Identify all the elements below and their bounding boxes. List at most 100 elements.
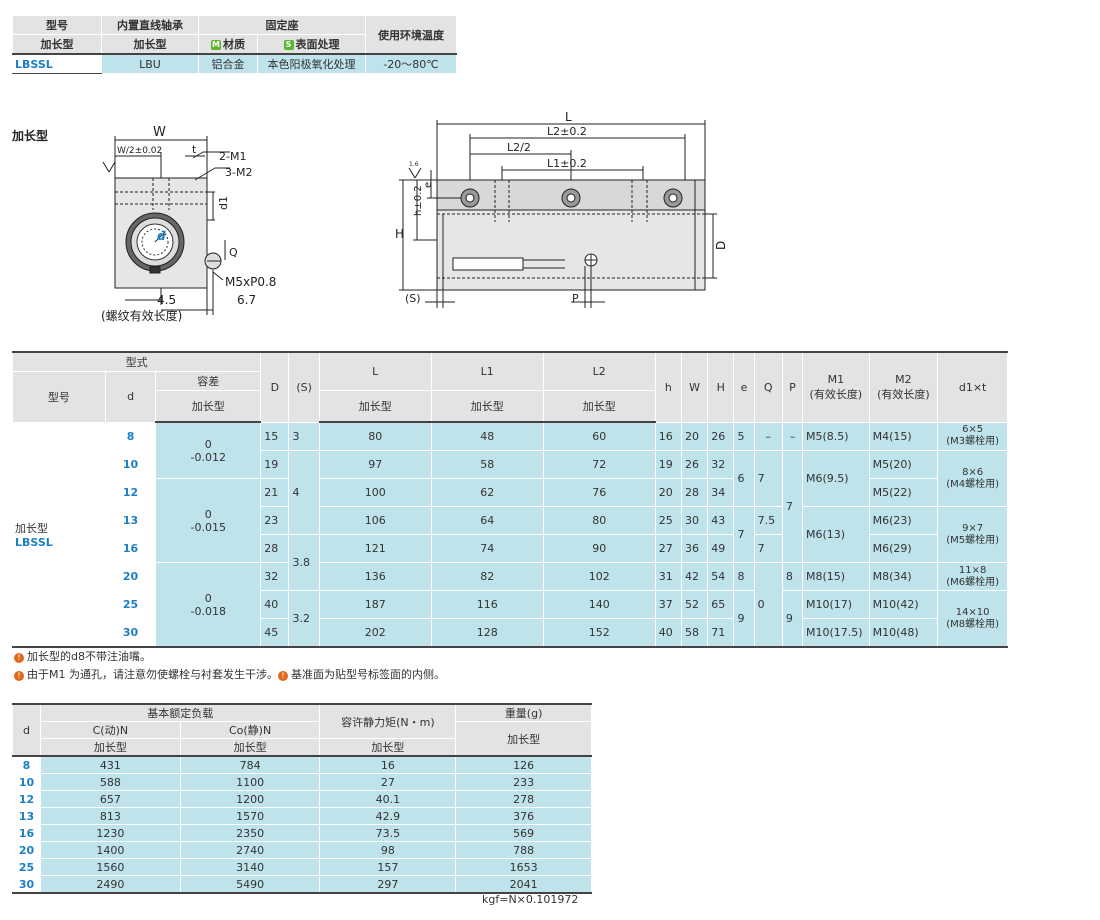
note-marker-icon: ! (14, 653, 24, 663)
th-model: 型号 (12, 371, 106, 423)
d1t-bolt: (M3螺栓用) (946, 436, 1000, 448)
lt-W: 233 (455, 773, 592, 791)
M2-cell: M6(23) (868, 506, 939, 535)
d1t-cell: 9×7(M5螺栓用) (937, 506, 1008, 563)
th-M2-sub: (有效长度) (877, 387, 930, 401)
lt-h-moment-sub: 加长型 (319, 738, 457, 757)
th-D: D (260, 351, 290, 423)
lt-h-C: C(动)N (39, 721, 181, 739)
D-cell: 19 (260, 450, 290, 479)
dim-L2: L2±0.2 (547, 125, 587, 138)
spec-value-material: 铝合金 (198, 53, 258, 74)
th-tol: 容差 (155, 371, 262, 391)
lt-d: 13 (12, 807, 41, 825)
spec-h-bearing: 内置直线轴承 (101, 15, 199, 35)
d-cell: 10 (104, 450, 157, 479)
lt-h-C-sub: 加长型 (39, 738, 181, 757)
spec-h-housing: 固定座 (198, 15, 366, 35)
P-cell: 7 (781, 450, 804, 563)
D-cell: 21 (260, 478, 290, 507)
lt-C: 1230 (39, 824, 181, 842)
L2-cell: 76 (542, 478, 656, 507)
W-cell: 42 (680, 562, 709, 591)
drawing-section-label: 加长型 (12, 129, 49, 143)
th-L-sub: 加长型 (318, 390, 432, 423)
L1-cell: 48 (430, 421, 544, 451)
d1t-cell: 11×8(M6螺栓用) (937, 562, 1008, 591)
label-m5: M5xP0.8 (225, 275, 276, 289)
h-cell: 27 (654, 534, 682, 563)
H-cell: 54 (707, 562, 735, 591)
lt-C: 588 (39, 773, 181, 791)
lt-C0: 2350 (179, 824, 321, 842)
dim-d1: d1 (217, 196, 230, 210)
H-cell: 49 (707, 534, 735, 563)
th-h: h (654, 351, 682, 423)
model-name: 加长型 (15, 521, 48, 535)
d1t-cell: 14×10(M8螺栓用) (937, 590, 1008, 648)
note-marker-icon: ! (14, 671, 24, 681)
d-cell: 25 (104, 590, 157, 619)
h-cell: 20 (654, 478, 682, 507)
H-cell: 43 (707, 506, 735, 535)
L2-cell: 102 (542, 562, 656, 591)
H-cell: 65 (707, 590, 735, 619)
Q-cell: 7 (753, 450, 783, 507)
lt-W: 126 (455, 755, 592, 774)
H-cell: 32 (707, 450, 735, 479)
dim-Q: Q (229, 246, 238, 259)
d-cell: 20 (104, 562, 157, 591)
M1-cell: M6(13) (802, 506, 870, 563)
th-type: 型式 (11, 351, 262, 372)
L-cell: 121 (318, 534, 432, 563)
lt-h-C0-sub: 加长型 (179, 738, 321, 757)
dim-H: H (395, 227, 404, 241)
lt-d: 20 (12, 841, 41, 859)
spec-h-temp: 使用环境温度 (365, 15, 457, 55)
lt-C0: 784 (179, 755, 321, 774)
h-cell: 25 (654, 506, 682, 535)
material-badge-icon: M (211, 40, 221, 50)
lt-M: 42.9 (319, 807, 457, 825)
dim-h: h±0.2 (413, 185, 424, 216)
e-cell: 8 (733, 562, 755, 591)
H-cell: 26 (707, 421, 735, 451)
dim-4-5: 4.5 (157, 293, 176, 307)
spec-value-model: LBSSL (12, 53, 102, 74)
th-M2: M2(有效长度) (868, 351, 939, 423)
W-cell: 28 (680, 478, 709, 507)
d1t-bolt: (M6螺栓用) (946, 576, 1000, 588)
d-cell: 16 (104, 534, 157, 563)
P-cell: 8 (781, 562, 804, 591)
dim-W: W (153, 125, 166, 140)
d1t-cell: 8×6(M4螺栓用) (937, 450, 1008, 507)
note-marker-icon: ! (277, 671, 288, 681)
note-2: !由于M1 为通孔，请注意勿使螺栓与衬套发生干涉。!基准面为贴型号标签面的内侧。 (14, 666, 445, 682)
lt-M: 73.5 (319, 824, 457, 842)
end-view-drawing: W W/2±0.02 t 2-M1 3-M2 d1 Q d M5xP0.8 4.… (101, 125, 276, 323)
L1-cell: 64 (430, 506, 544, 535)
note-1: !加长型的d8不带注油嘴。 (14, 648, 151, 664)
lt-M: 40.1 (319, 790, 457, 808)
W-cell: 36 (680, 534, 709, 563)
lt-W: 376 (455, 807, 592, 825)
th-L: L (318, 351, 432, 391)
lt-C: 813 (39, 807, 181, 825)
e-cell: 9 (733, 590, 755, 648)
lt-C: 2490 (39, 875, 181, 894)
lt-M: 157 (319, 858, 457, 876)
lt-C0: 5490 (179, 875, 321, 894)
lt-C0: 2740 (179, 841, 321, 859)
M2-cell: M5(20) (868, 450, 939, 479)
D-cell: 40 (260, 590, 290, 619)
lt-C: 1400 (39, 841, 181, 859)
M1-cell: M10(17) (802, 590, 870, 619)
lt-C: 657 (39, 790, 181, 808)
M1-cell: M5(8.5) (802, 421, 870, 451)
kgf-footnote: kgf=N×0.101972 (482, 893, 579, 906)
L1-cell: 82 (430, 562, 544, 591)
